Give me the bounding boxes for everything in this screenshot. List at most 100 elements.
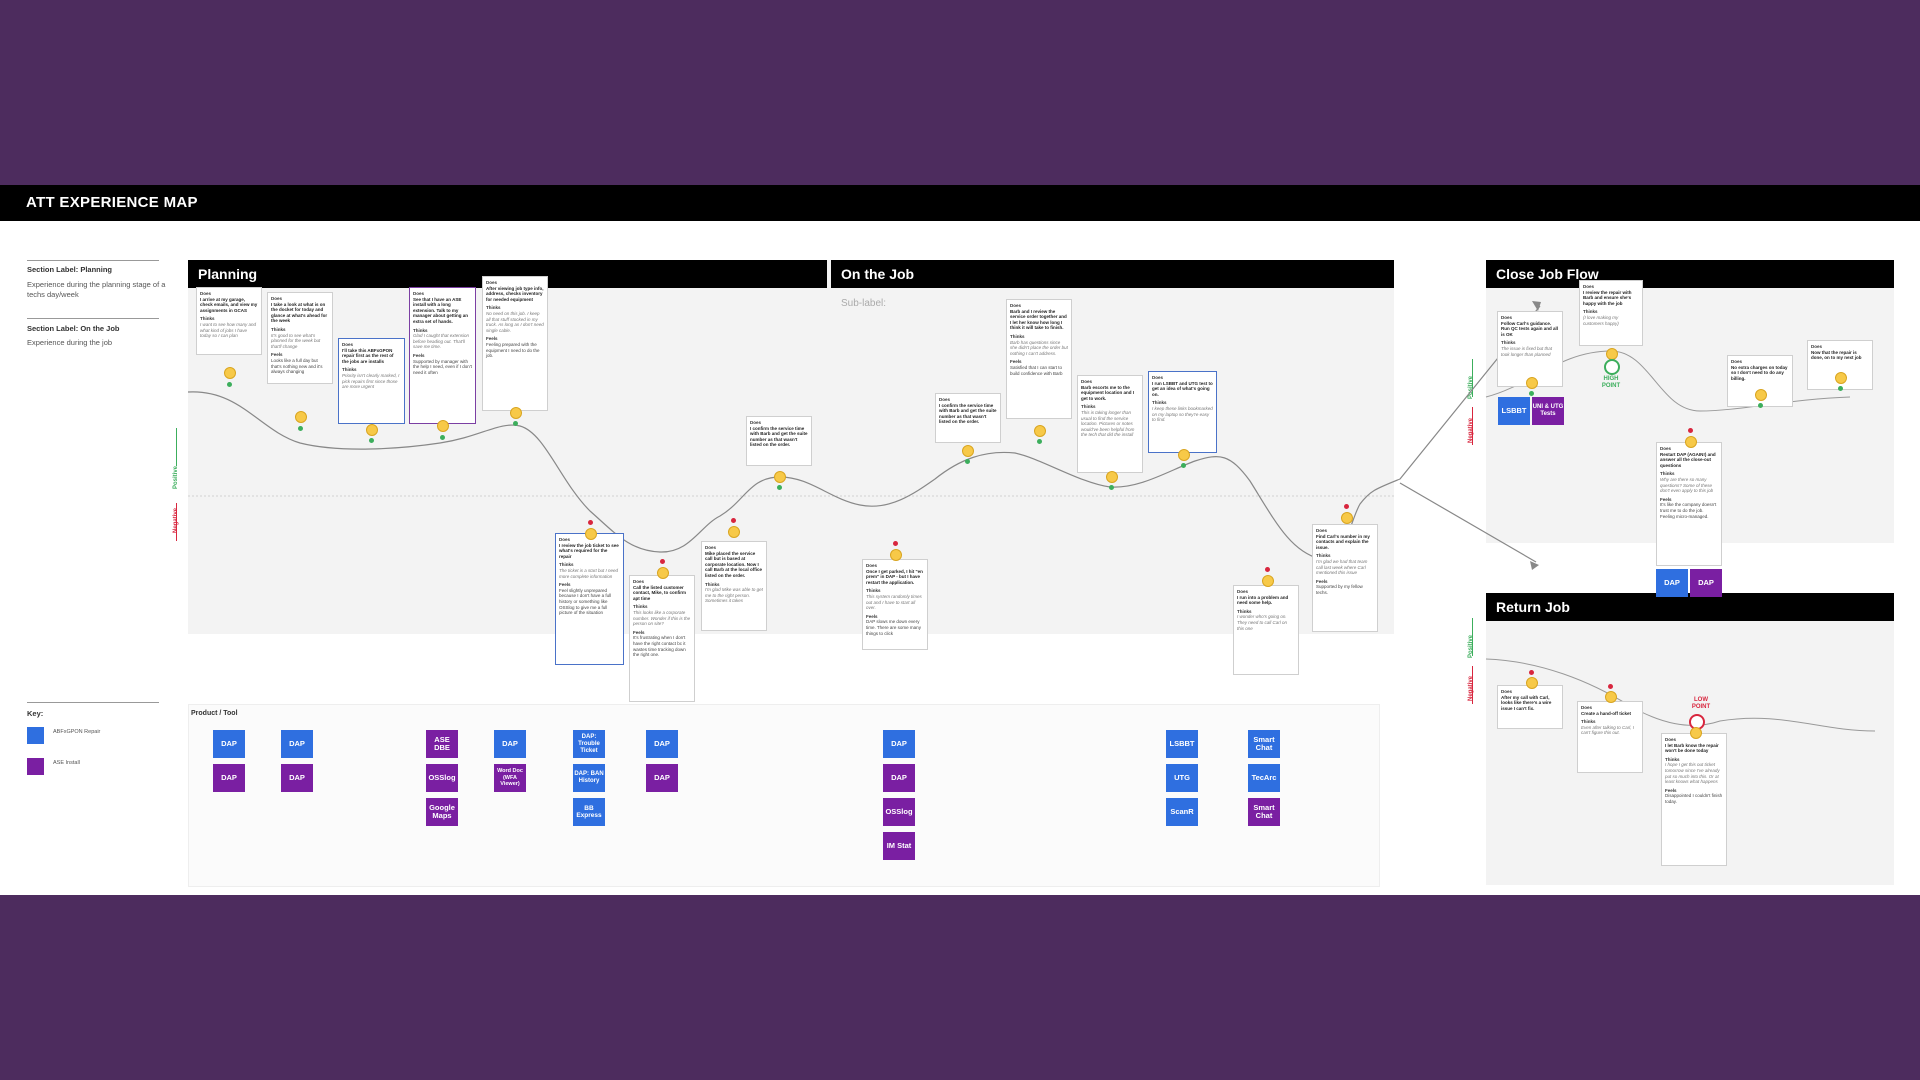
card-does-label: Does xyxy=(200,291,212,296)
emotion-face-icon xyxy=(1034,425,1046,437)
card-does-label: Does xyxy=(342,342,354,347)
positive-dot xyxy=(1529,391,1534,396)
card-does-label: Does xyxy=(633,579,645,584)
card-thinks-label: Thinks xyxy=(342,367,357,373)
card-feels-text: It's frustrating when I don't have the r… xyxy=(633,635,686,658)
negative-axis-line xyxy=(1472,407,1473,445)
positive-axis-line xyxy=(1472,618,1473,656)
card-does-label: Does xyxy=(1660,446,1672,451)
key-purple-label: ASE Install xyxy=(53,760,80,766)
card-feels-label: Feels xyxy=(1665,787,1677,793)
journey-card: Does I'll take this ABFxGPON repair firs… xyxy=(338,338,405,424)
positive-axis-line xyxy=(1472,359,1473,397)
close-job-header: Close Job Flow xyxy=(1486,260,1894,288)
card-feels-label: Feels xyxy=(1316,578,1328,584)
card-feels-label: Feels xyxy=(559,582,571,588)
card-thinks-label: Thinks xyxy=(1583,309,1598,315)
emotion-face-icon xyxy=(1835,372,1847,384)
emotion-face-icon xyxy=(585,528,597,540)
card-thinks-text: No need on this job. I keep all that stu… xyxy=(486,310,544,333)
card-thinks-label: Thinks xyxy=(1665,756,1680,762)
positive-dot xyxy=(227,382,232,387)
journey-card: Does Create a hand-off ticket Thinks Eve… xyxy=(1577,701,1643,773)
tool-tile: DAP xyxy=(281,730,313,758)
legend-section2-label: Section Label: On the Job xyxy=(27,324,120,333)
card-thinks-label: Thinks xyxy=(1237,608,1252,614)
card-thinks-label: Thinks xyxy=(1581,719,1596,725)
card-does-text: Mike placed the service call but is base… xyxy=(705,550,763,578)
on-the-job-header: On the Job xyxy=(831,260,1394,288)
journey-card: Does Barb and I review the service order… xyxy=(1006,299,1072,419)
card-thinks-label: Thinks xyxy=(413,327,428,333)
card-does-text: I review the repair with Barb and ensure… xyxy=(1583,289,1632,306)
card-feels-label: Feels xyxy=(1660,496,1672,502)
card-thinks-text: (I love making my customers happy) xyxy=(1583,314,1619,326)
card-thinks-text: Even after talking to Carl, I can't figu… xyxy=(1581,724,1635,736)
legend-divider xyxy=(27,260,159,261)
tool-tile: DAP xyxy=(883,764,915,792)
card-feels-label: Feels xyxy=(866,613,878,619)
card-does-text: After my call with Carl, looks like ther… xyxy=(1501,694,1552,711)
card-thinks-text: The issue is fixed but that took longer … xyxy=(1501,345,1553,357)
emotion-face-icon xyxy=(510,407,522,419)
emotion-face-icon xyxy=(1178,449,1190,461)
journey-card: Does Mike placed the service call but is… xyxy=(701,541,767,631)
legend-section1-label: Section Label: Planning xyxy=(27,265,113,274)
card-does-text: Find Carl's number in my contacts and ex… xyxy=(1316,533,1370,550)
card-feels-text: DAP slows me down every time. There are … xyxy=(866,619,921,636)
card-feels-label: Feels xyxy=(633,629,645,635)
card-does-label: Does xyxy=(939,397,951,402)
positive-dot xyxy=(965,459,970,464)
card-does-label: Does xyxy=(1237,589,1249,594)
tool-tile: DAP xyxy=(883,730,915,758)
tool-tile: UTG xyxy=(1166,764,1198,792)
card-thinks-text: I keep these links bookmarked on my lapt… xyxy=(1152,405,1213,423)
product-tool-label: Product / Tool xyxy=(191,710,238,717)
journey-card: Does After my call with Carl, looks like… xyxy=(1497,685,1563,729)
tool-tile: DAP xyxy=(494,730,526,758)
card-thinks-label: Thinks xyxy=(486,305,501,311)
return-job-header: Return Job xyxy=(1486,593,1894,621)
high-point-label: HIGH POINT xyxy=(1601,376,1621,389)
tool-tile: Google Maps xyxy=(426,798,458,826)
card-feels-text: Satisfied that I can start to build conf… xyxy=(1010,364,1063,376)
return-job-curve xyxy=(1485,658,1876,732)
card-does-text: Barb and I review the service order toge… xyxy=(1010,308,1067,331)
card-does-label: Does xyxy=(1501,689,1513,694)
card-thinks-text: Priority isn't clearly marked, I pick re… xyxy=(342,372,400,390)
negative-dot xyxy=(1688,428,1693,433)
arrow-head xyxy=(1530,561,1539,570)
card-does-text: I let Barb know the repair won't be done… xyxy=(1665,742,1719,754)
positive-dot xyxy=(777,485,782,490)
positive-dot xyxy=(369,438,374,443)
card-does-label: Does xyxy=(486,280,498,285)
card-does-text: I review the job ticket to see what's re… xyxy=(559,542,619,559)
journey-card: Does I let Barb know the repair won't be… xyxy=(1661,733,1727,866)
on-the-job-sublabel: Sub-label: xyxy=(841,298,887,309)
journey-card: Does I run into a problem and need some … xyxy=(1233,585,1299,675)
card-does-label: Does xyxy=(866,563,878,568)
legend-section2-desc: Experience during the job xyxy=(27,338,113,347)
card-does-text: Create a hand-off ticket xyxy=(1581,710,1632,716)
emotion-face-icon xyxy=(1341,512,1353,524)
card-does-text: Once I get parked, I hit "en prem" in DA… xyxy=(866,568,923,585)
card-thinks-text: This system randomly times out and I hav… xyxy=(866,593,922,611)
card-feels-label: Feels xyxy=(486,336,498,342)
emotion-face-icon xyxy=(1605,691,1617,703)
map-canvas: Section Label: Planning Experience durin… xyxy=(0,221,1920,895)
negative-dot xyxy=(588,520,593,525)
journey-card: Does I review the job ticket to see what… xyxy=(555,533,624,665)
positive-dot xyxy=(1181,463,1186,468)
negative-axis-line xyxy=(176,503,177,541)
card-does-label: Does xyxy=(750,420,762,425)
card-thinks-text: It's good to see what's planned for the … xyxy=(271,332,321,349)
card-does-text: I take a look at what is on the docket f… xyxy=(271,301,328,324)
card-thinks-label: Thinks xyxy=(1501,340,1516,346)
page-title: ATT EXPERIENCE MAP xyxy=(26,194,198,211)
low-point-label: LOW POINT xyxy=(1691,697,1711,710)
card-thinks-label: Thinks xyxy=(271,326,286,332)
journey-card: Does Once I get parked, I hit "en prem" … xyxy=(862,559,928,650)
card-does-text: After viewing job type info, address, ch… xyxy=(486,285,544,302)
tool-tile: IM Stat xyxy=(883,832,915,860)
journey-card: Does I confirm the service time with Bar… xyxy=(746,416,812,466)
